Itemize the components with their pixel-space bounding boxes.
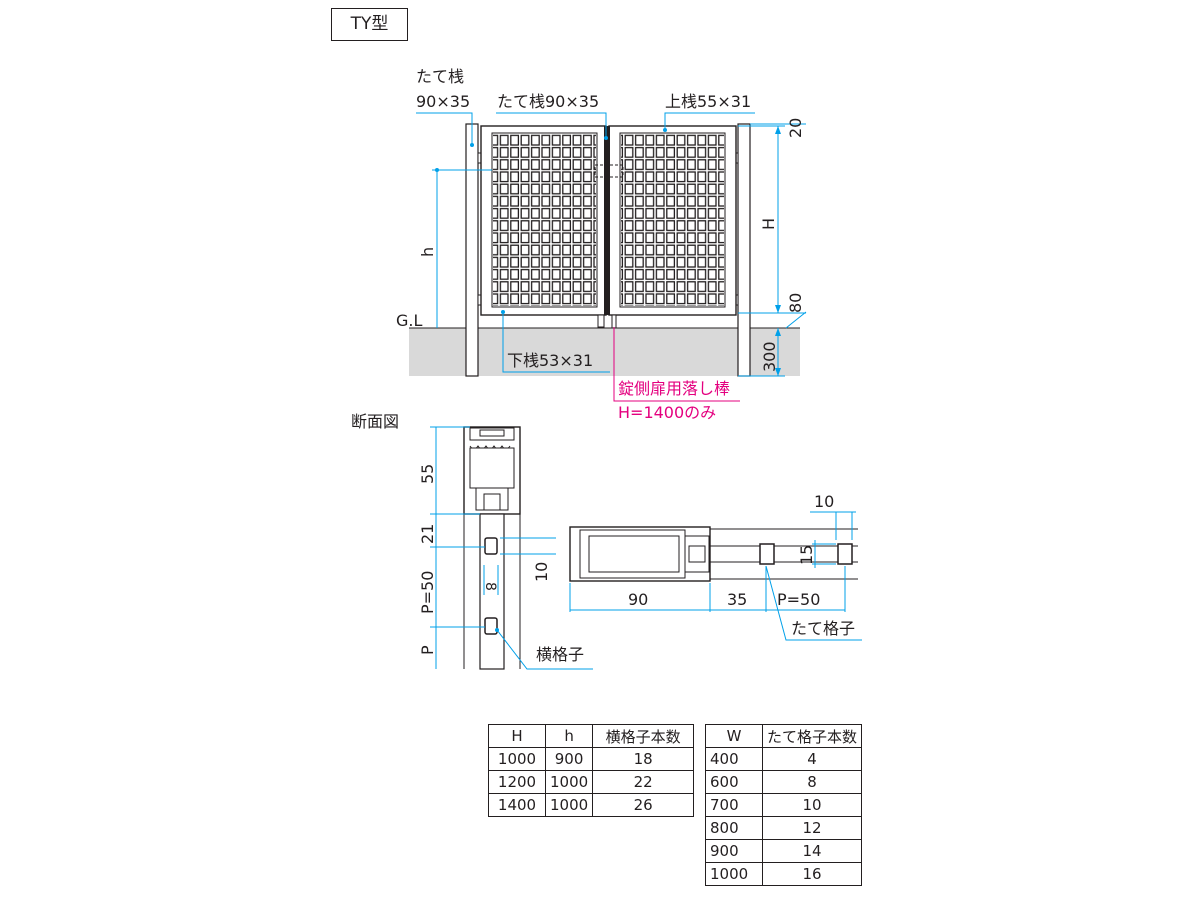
col-header: 横格子本数 [592,724,695,748]
label-vertical-bar: たて格子 [791,619,855,638]
table-cell: 1000 [544,770,594,794]
plan-section: 90 35 P=50 10 15 たて格子 [569,492,862,641]
section-dim-8: 8 [482,582,498,591]
section-dim-p: P [418,645,437,655]
table-cell: 400 [705,747,763,771]
table-header-row: H h 横格子本数 [488,724,695,748]
label-stile-end-1: たて桟 [416,67,464,86]
plan-dim-10: 10 [814,492,834,511]
table-row: 1000 900 18 [488,747,695,771]
table-header-row: W たて格子本数 [705,724,863,748]
table-cell: 900 [544,747,594,771]
leader-top-rail [664,112,755,130]
table-cell: 16 [761,862,863,886]
label-stile-center: たて桟90×35 [497,92,599,111]
table-cell: 1000 [705,862,763,886]
label-horizontal-bar: 横格子 [536,645,584,664]
label-h: h [418,247,437,257]
horizontal-bar-slot [484,617,498,635]
label-bottom-rail: 下桟53×31 [507,351,593,370]
label-drop-rod-note: H=1400のみ [618,403,716,422]
label-dim-80: 80 [786,293,805,313]
drop-rod [611,314,617,329]
leader-stile-center [496,112,607,138]
center-stile [604,126,610,315]
gate-elevation: たて桟 90×35 たて桟90×35 上桟55×31 下桟53×31 G.L h… [396,67,807,422]
diagram-title: TY型 [331,8,408,41]
left-leaf-mesh [493,134,596,306]
leader-drop-rod [613,327,740,402]
col-header: W [705,724,763,748]
plan-dim-15: 15 [797,545,816,565]
label-dim-20: 20 [786,118,805,138]
right-leaf-mesh [621,134,724,306]
section-dim-55: 55 [418,464,437,484]
col-header: たて格子本数 [761,724,863,748]
label-dim-300: 300 [760,341,779,372]
leader-bottom-rail [502,312,610,373]
table-cell: 18 [592,747,695,771]
section-dim-21: 21 [418,524,437,544]
left-post [465,123,479,377]
table-cell: 14 [761,839,863,863]
table-cell: 900 [705,839,763,863]
table-row: 800 12 [705,816,863,840]
table-row: 1000 16 [705,862,863,886]
table-cell: 1200 [488,770,546,794]
table-row: 700 10 [705,793,863,817]
dim-80-slash [785,311,807,329]
label-drop-rod: 錠側扉用落し棒 [618,379,730,398]
plan-dim-p50: P=50 [777,590,820,609]
vertical-section: 断面図 55 21 [351,412,593,670]
table-cell: 12 [761,816,863,840]
table-row: 900 14 [705,839,863,863]
table-cell: 10 [761,793,863,817]
table-cell: 4 [761,747,863,771]
table-row: 1400 1000 26 [488,793,695,817]
vertical-bar [837,543,853,565]
table-cell: 600 [705,770,763,794]
table-cell: 22 [592,770,695,794]
table-cell: 1400 [488,793,546,817]
table-row: 600 8 [705,770,863,794]
col-header: H [488,724,546,748]
section-title: 断面図 [351,412,399,431]
label-top-rail: 上桟55×31 [665,92,751,111]
section-dim-10: 10 [532,562,551,582]
table-cell: 1000 [544,793,594,817]
label-H: H [759,218,778,230]
table-row: 400 4 [705,747,863,771]
drop-rod-base [597,314,605,328]
table-cell: 1000 [488,747,546,771]
horizontal-bar-slot [484,537,498,555]
col-header: h [544,724,594,748]
table-height-bars: H h 横格子本数 1000 900 18 1200 1000 22 1400 … [488,724,695,817]
table-cell: 800 [705,816,763,840]
table-width-bars: W たて格子本数 400 4 600 8 700 10 800 12 900 1… [705,724,863,886]
table-cell: 700 [705,793,763,817]
label-stile-end-2: 90×35 [416,92,470,111]
plan-dim-35: 35 [727,590,747,609]
vertical-bar [759,543,775,565]
right-post [737,123,751,377]
plan-dim-90: 90 [628,590,648,609]
label-ground: G.L [396,311,422,330]
table-cell: 8 [761,770,863,794]
table-row: 1200 1000 22 [488,770,695,794]
leader-stile-end [416,112,473,145]
table-cell: 26 [592,793,695,817]
section-dim-p50: P=50 [418,571,437,614]
